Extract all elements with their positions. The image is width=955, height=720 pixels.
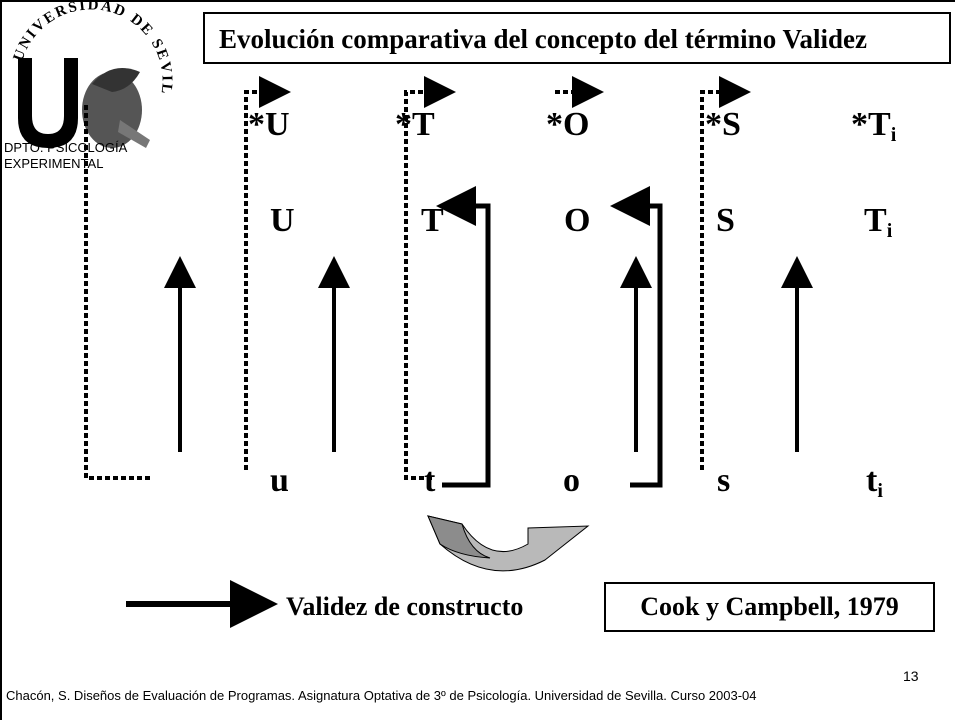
bracket-s [700, 76, 751, 470]
footer-citation: Chacón, S. Diseños de Evaluación de Prog… [6, 688, 757, 703]
symbol-bot-ti: ti [866, 462, 883, 503]
dotted-brackets [84, 76, 751, 480]
symbol-bot-u: u [270, 462, 289, 499]
legend-label: Validez de constructo [286, 592, 524, 621]
symbol-mid-o: O [564, 202, 591, 239]
symbol-bot-s: s [717, 462, 731, 499]
symbol-mid-u: U [270, 202, 295, 239]
reference-box: Cook y Campbell, 1979 [604, 582, 935, 632]
bracket-u [244, 76, 291, 470]
slide-title: Evolución comparativa del concepto del t… [203, 12, 951, 64]
page-number: 13 [903, 668, 919, 684]
bracket-outer [84, 102, 150, 480]
symbol-top-ti: *Ti [851, 106, 897, 147]
symbol-bot-o: o [563, 462, 580, 499]
symbol-mid-ti: Ti [864, 202, 893, 243]
vertical-arrows [164, 256, 813, 452]
symbol-top-s: *S [705, 106, 741, 143]
solid-brackets [436, 186, 663, 488]
bracket-t [404, 76, 456, 480]
symbol-top-u: *U [248, 106, 290, 143]
curved-exchange-arrow [427, 515, 590, 572]
logo-u-shape [18, 58, 78, 148]
bracket-solid-o [610, 186, 663, 488]
symbol-bot-t: t [424, 462, 436, 499]
symbol-mid-t: T [421, 202, 444, 239]
symbol-mid-s: S [716, 202, 735, 239]
bracket-solid-t [436, 186, 491, 488]
symbol-top-o: *O [546, 106, 590, 143]
department-label: DPTO. PSICOLOGÍA EXPERIMENTAL [4, 140, 127, 171]
symbol-top-t: *T [395, 106, 435, 143]
